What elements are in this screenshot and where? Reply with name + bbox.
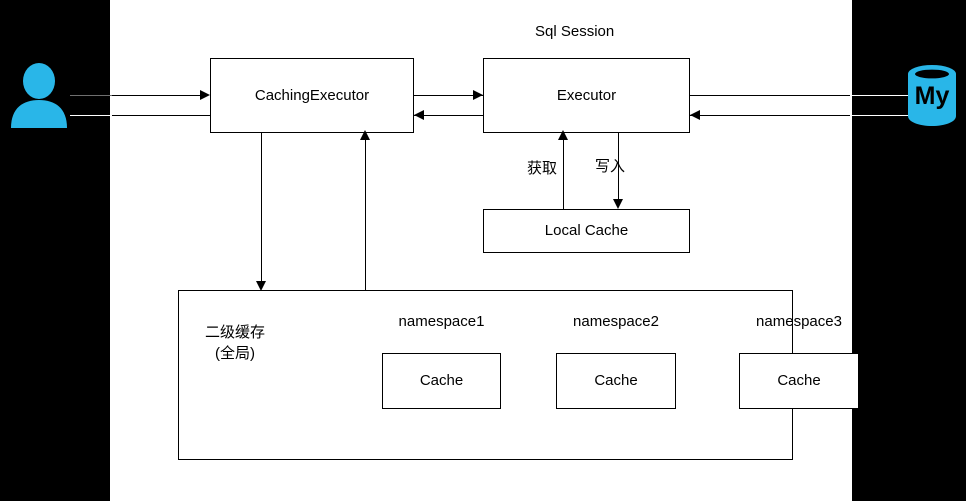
edge-database-to-executor bbox=[690, 115, 852, 116]
arrowhead-second-level-cache-to-caching-executor bbox=[360, 130, 370, 140]
arrowhead-caching-executor-to-second-level-cache bbox=[256, 281, 266, 291]
edge-caching-executor-to-client bbox=[110, 115, 210, 116]
mysql-database-icon: My bbox=[906, 62, 958, 128]
edge-stub-db-out bbox=[850, 115, 908, 116]
arrowhead-executor-to-caching-executor bbox=[414, 110, 424, 120]
arrowhead-caching-executor-to-executor bbox=[473, 90, 483, 100]
edge-stub-db-in bbox=[850, 95, 908, 96]
node-executor[interactable]: Executor bbox=[483, 58, 690, 133]
second-level-cache-label-line2: 二级缓存 bbox=[204, 324, 265, 341]
edge-caching-executor-to-second-level-cache bbox=[261, 133, 262, 285]
second-level-cache-label-line1: (全局) bbox=[215, 345, 255, 362]
arrowhead-database-to-executor bbox=[690, 110, 700, 120]
namespace-title-3: namespace3 bbox=[756, 313, 842, 330]
namespace-title-2: namespace2 bbox=[573, 313, 659, 330]
namespace-cache-3[interactable]: Cache bbox=[739, 353, 859, 409]
arrowhead-local-cache-fetch bbox=[558, 130, 568, 140]
edge-second-level-cache-to-caching-executor bbox=[365, 138, 366, 290]
arrowhead-client-to-caching-executor bbox=[200, 90, 210, 100]
edge-local-cache-fetch bbox=[563, 138, 564, 209]
node-local-cache[interactable]: Local Cache bbox=[483, 209, 690, 253]
arrowhead-local-cache-write bbox=[613, 199, 623, 209]
edge-label-write: 写入 bbox=[595, 158, 626, 175]
edge-caching-executor-to-executor bbox=[414, 95, 483, 96]
namespace-cache-1[interactable]: Cache bbox=[382, 353, 501, 409]
namespace-cache-2[interactable]: Cache bbox=[556, 353, 676, 409]
node-caching-executor[interactable]: CachingExecutor bbox=[210, 58, 414, 133]
edge-label-fetch: 获取 bbox=[527, 160, 558, 177]
namespace-title-1: namespace1 bbox=[398, 313, 485, 330]
edge-executor-to-database bbox=[690, 95, 852, 96]
svg-text:My: My bbox=[915, 82, 950, 110]
edge-local-cache-write bbox=[618, 133, 619, 205]
second-level-cache-container: (全局) 二级缓存 namespace1 Cache namespace2 Ca… bbox=[178, 290, 859, 460]
page-title: Sql Session bbox=[535, 23, 615, 40]
diagram-canvas: Sql Session CachingExecutor Executor Loc… bbox=[110, 0, 859, 501]
edge-stub-client-out bbox=[70, 95, 112, 96]
user-icon bbox=[10, 62, 68, 128]
edge-executor-to-caching-executor bbox=[414, 115, 483, 116]
edge-client-to-caching-executor bbox=[110, 95, 204, 96]
edge-stub-client-in bbox=[70, 115, 112, 116]
